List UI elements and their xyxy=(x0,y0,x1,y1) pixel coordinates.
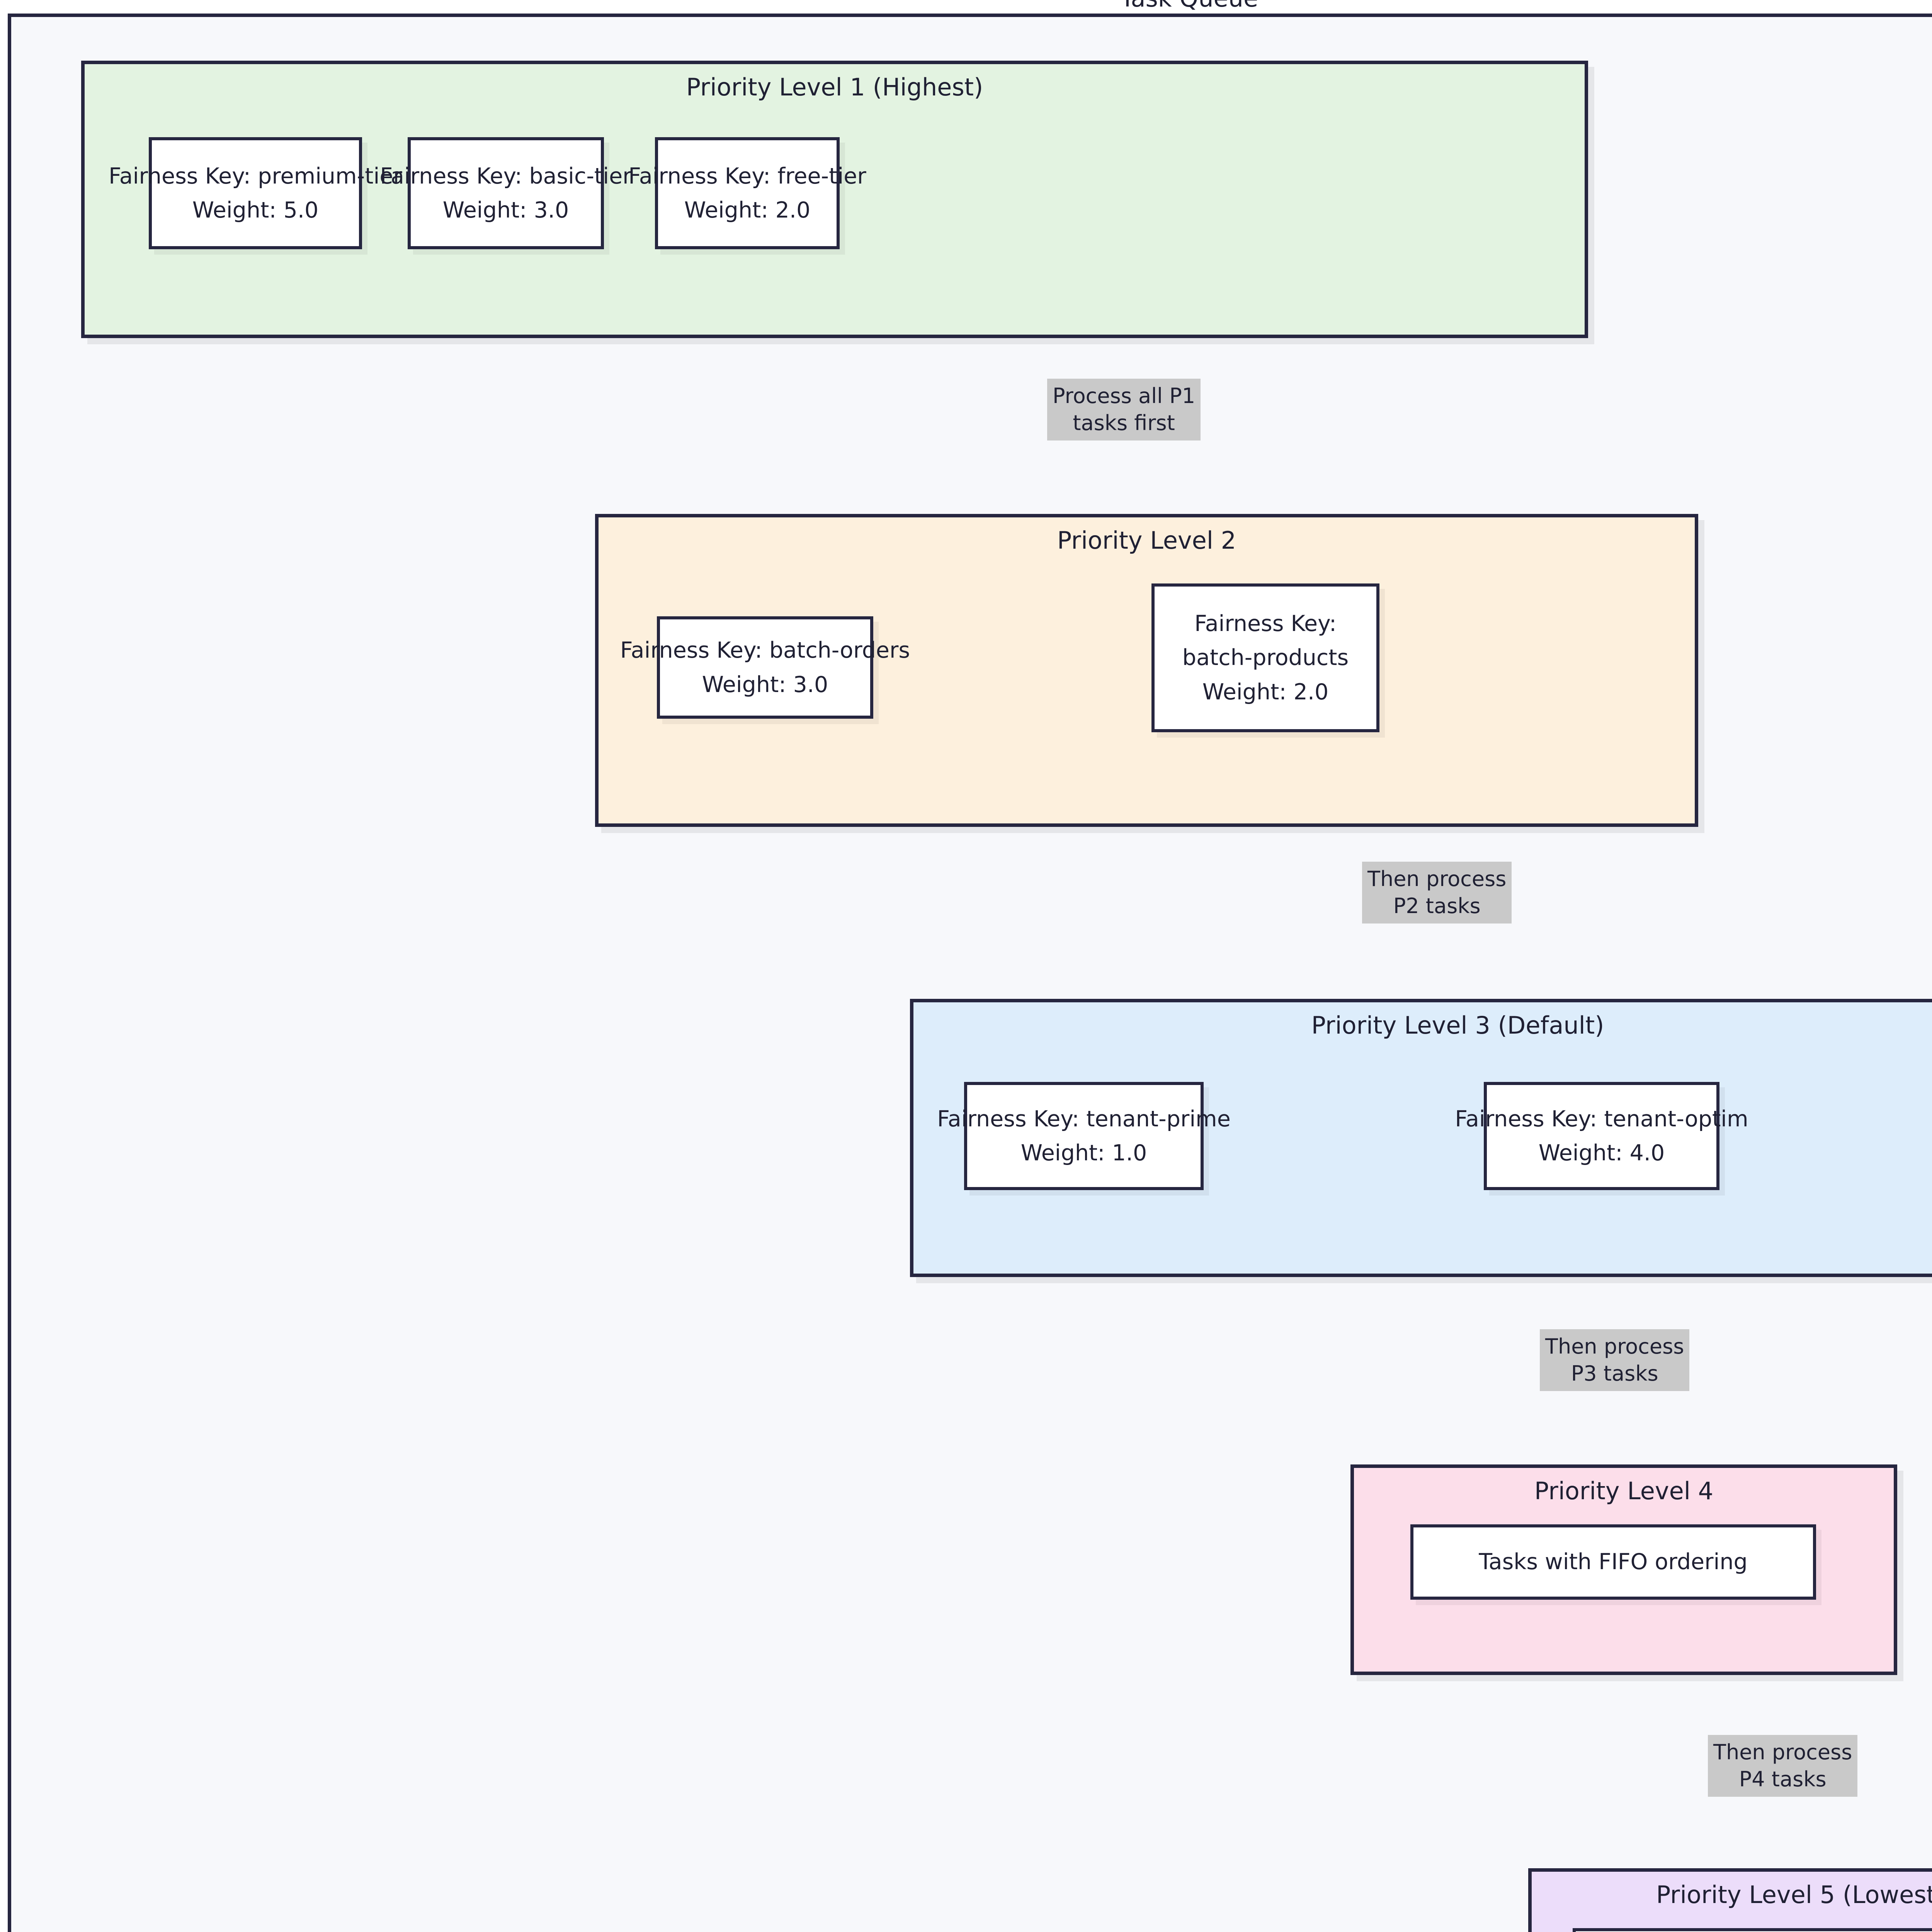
queue-node-tenant-optim[interactable]: Fairness Key: tenant-optim Weight: 4.0 xyxy=(1455,1082,1748,1190)
queue-key-label: Fairness Key: free-tier xyxy=(628,163,866,189)
edge-label-p4-to-p5: Then process P4 tasks xyxy=(1708,1735,1858,1797)
edge-label-p1-to-p2: Process all P1 tasks first xyxy=(1047,379,1201,441)
queue-key-label: Fairness Key: tenant-optim xyxy=(1455,1106,1748,1132)
edge-label-p3-to-p4: Then process P3 tasks xyxy=(1540,1329,1690,1391)
queue-node-basic-tier[interactable]: Fairness Key: basic-tier Weight: 3.0 xyxy=(380,137,632,249)
cluster-title-task-queue: Task Queue xyxy=(11,0,1932,12)
queue-weight-label: Weight: 2.0 xyxy=(684,197,811,223)
cluster-title-priority-level-4: Priority Level 4 xyxy=(1534,1477,1714,1505)
queue-weight-label: Weight: 4.0 xyxy=(1538,1140,1665,1166)
queue-key-label: Fairness Key: tenant-prime xyxy=(937,1106,1231,1132)
queue-weight-label: Weight: 3.0 xyxy=(442,197,569,223)
queue-node-tenant-prime[interactable]: Fairness Key: tenant-prime Weight: 1.0 xyxy=(937,1082,1231,1190)
queue-key-label: Fairness Key: premium-tier xyxy=(109,163,402,189)
queue-node-batch-orders[interactable]: Fairness Key: batch-orders Weight: 3.0 xyxy=(620,616,910,719)
queue-key-label: Fairness Key: batch-products xyxy=(1182,611,1349,671)
queue-node-batch-products[interactable]: Fairness Key: batch-products Weight: 2.0 xyxy=(1151,583,1379,732)
queue-node-fifo-p4[interactable]: Tasks with FIFO ordering xyxy=(1410,1524,1816,1600)
cluster-title-priority-level-3: Priority Level 3 (Default) xyxy=(1311,1011,1604,1039)
queue-key-label: Fairness Key: basic-tier xyxy=(380,163,632,189)
queue-node-fifo-p5[interactable]: Tasks with FIFO ordering xyxy=(1573,1928,1932,1932)
queue-weight-label: Weight: 2.0 xyxy=(1202,679,1329,705)
cluster-title-priority-level-2: Priority Level 2 xyxy=(1057,526,1236,554)
queue-weight-label: Weight: 3.0 xyxy=(702,672,828,697)
queue-node-premium-tier[interactable]: Fairness Key: premium-tier Weight: 5.0 xyxy=(109,137,402,249)
queue-key-label: Fairness Key: batch-orders xyxy=(620,638,910,663)
cluster-title-priority-level-1: Priority Level 1 (Highest) xyxy=(686,73,983,101)
cluster-priority-level-5[interactable]: Priority Level 5 (Lowest) xyxy=(1528,1868,1932,1932)
queue-weight-label: Weight: 1.0 xyxy=(1020,1140,1147,1166)
cluster-priority-level-3[interactable]: Priority Level 3 (Default) xyxy=(910,999,1932,1277)
queue-node-free-tier[interactable]: Fairness Key: free-tier Weight: 2.0 xyxy=(628,137,866,249)
queue-weight-label: Weight: 5.0 xyxy=(192,197,319,223)
cluster-title-priority-level-5: Priority Level 5 (Lowest) xyxy=(1656,1881,1932,1909)
queue-key-label: Tasks with FIFO ordering xyxy=(1479,1549,1748,1575)
edge-label-p2-to-p3: Then process P2 tasks xyxy=(1362,862,1512,924)
